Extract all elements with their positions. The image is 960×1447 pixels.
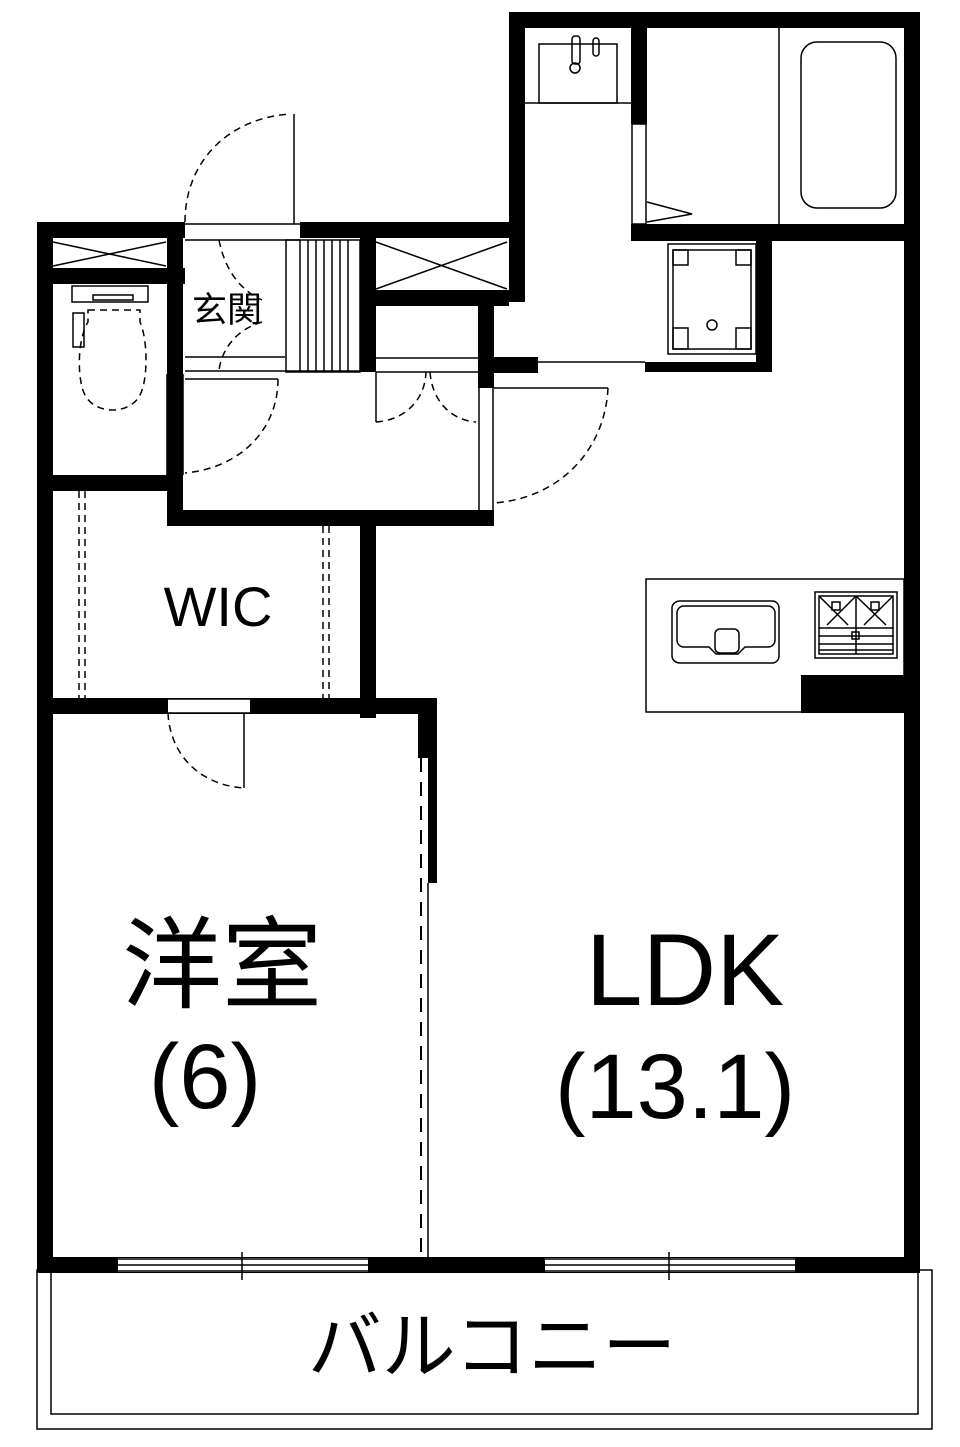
balcony-label: バルコニー xyxy=(308,1304,677,1390)
western-room: 洋室 (6) xyxy=(122,907,322,1128)
washroom-door xyxy=(493,357,645,373)
window-ldk xyxy=(545,1252,795,1280)
kitchen-sink xyxy=(671,600,780,664)
western-room-size: (6) xyxy=(149,1026,261,1128)
shoe-storage xyxy=(375,241,509,306)
ldk-label: LDK xyxy=(586,913,784,1027)
washing-machine-pan xyxy=(645,234,772,372)
closet xyxy=(375,302,494,423)
wic-door xyxy=(167,698,250,789)
wic-label: WIC xyxy=(164,575,273,638)
window-western-room xyxy=(118,1252,368,1280)
toilet xyxy=(71,285,149,411)
washbasin xyxy=(525,35,631,104)
kitchen-counter xyxy=(645,578,905,713)
gas-stove xyxy=(814,591,898,659)
entrance: 玄関 xyxy=(184,113,376,373)
bathtub xyxy=(800,41,897,209)
entrance-label: 玄関 xyxy=(192,291,262,331)
toilet-room xyxy=(37,222,185,491)
hallway xyxy=(167,372,609,526)
washroom xyxy=(525,12,920,241)
western-room-label: 洋室 xyxy=(122,907,322,1024)
ldk-room: LDK (13.1) xyxy=(555,913,795,1138)
sliding-partition xyxy=(418,698,437,1257)
ldk-size: (13.1) xyxy=(555,1036,795,1138)
